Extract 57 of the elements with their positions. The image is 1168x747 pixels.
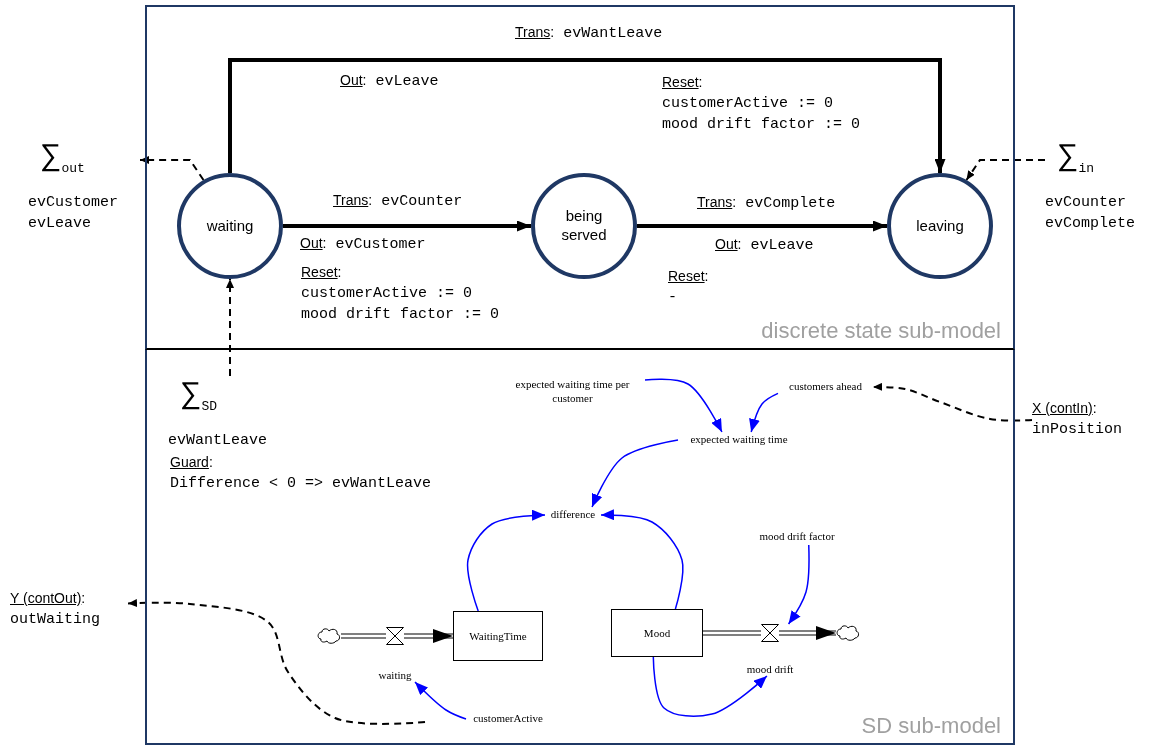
cloud-icon bbox=[317, 627, 341, 645]
transition-arrow bbox=[637, 220, 887, 232]
edge-label: Trans: evCounter bbox=[333, 191, 463, 212]
sigma-symbol: ∑$_{out}$ bbox=[39, 138, 86, 178]
event-list: evCustomer evLeave bbox=[28, 191, 127, 234]
link-arrow bbox=[749, 392, 779, 433]
edge-label: Trans: evComplete bbox=[697, 193, 836, 214]
transition-arrow bbox=[228, 58, 946, 173]
transition-arrow bbox=[283, 220, 531, 232]
dashed-arrow bbox=[226, 278, 234, 377]
annotation: Guard: Difference < 0 => evWantLeave bbox=[170, 453, 432, 494]
variable-label: customers ahead bbox=[778, 379, 873, 395]
dashed-arrow bbox=[965, 159, 1046, 181]
annotation: Out: evLeave bbox=[715, 235, 814, 256]
variable-label: expected waiting time per customer bbox=[500, 377, 645, 407]
variable-label: mood drift factor bbox=[748, 529, 846, 545]
state-label: waiting bbox=[205, 216, 255, 236]
link-arrow bbox=[787, 544, 810, 625]
dashed-arrow bbox=[139, 156, 205, 181]
dashed-arrow bbox=[127, 599, 426, 725]
link-arrow bbox=[600, 509, 684, 610]
flow-label: mood drift bbox=[745, 662, 795, 676]
panel-title: discrete state sub-model bbox=[761, 318, 1001, 344]
state-label: being served bbox=[560, 207, 608, 245]
link-arrow bbox=[466, 509, 546, 612]
flow-pipe bbox=[778, 626, 837, 640]
dashed-arrow bbox=[872, 382, 1033, 422]
stock-box: WaitingTime bbox=[453, 611, 543, 661]
stock-box: Mood bbox=[611, 609, 703, 657]
port-label: Y (contOut): outWaiting bbox=[10, 588, 128, 632]
variable-label: difference bbox=[545, 507, 601, 523]
variable-label: expected waiting time bbox=[678, 432, 800, 448]
link-arrow bbox=[414, 681, 467, 720]
edge-label: Trans: evWantLeave bbox=[515, 23, 663, 44]
link-arrow bbox=[591, 439, 679, 508]
flow-label: waiting bbox=[377, 668, 413, 682]
event-list: evCounter evComplete bbox=[1045, 191, 1144, 234]
flow-pipe bbox=[702, 630, 762, 636]
state-label: leaving bbox=[915, 216, 965, 236]
annotation: Reset: customerActive := 0 mood drift factor := 0 bbox=[301, 263, 501, 325]
cloud-icon bbox=[836, 624, 860, 642]
annotation: Out: evLeave bbox=[340, 71, 439, 92]
annotation: Out: evCustomer bbox=[300, 234, 426, 255]
sigma-symbol: ∑$_{SD}$ bbox=[179, 376, 218, 416]
port-label: X (contIn): inPosition bbox=[1032, 398, 1152, 442]
link-arrow bbox=[652, 656, 768, 717]
flow-pipe bbox=[340, 633, 387, 639]
flow-pipe bbox=[403, 629, 454, 643]
model-panel bbox=[145, 350, 1015, 745]
panel-title: SD sub-model bbox=[861, 713, 1001, 739]
event-list: evWantLeave bbox=[168, 429, 267, 451]
annotation: Reset: customerActive := 0 mood drift factor := 0 bbox=[662, 73, 862, 135]
sigma-symbol: ∑$_{in}$ bbox=[1056, 138, 1095, 178]
link-arrow bbox=[644, 378, 723, 433]
model-panel bbox=[145, 5, 1015, 350]
variable-label: customerActive bbox=[466, 711, 550, 727]
annotation: Reset: - bbox=[668, 267, 709, 308]
